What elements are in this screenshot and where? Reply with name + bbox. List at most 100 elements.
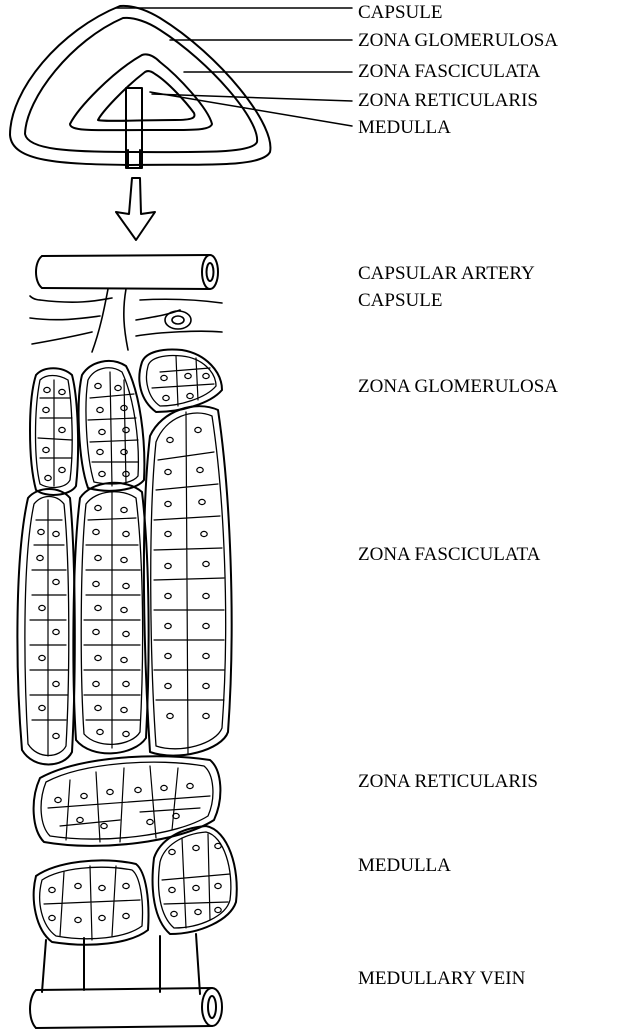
nucleus bbox=[165, 469, 171, 474]
nucleus bbox=[123, 731, 129, 736]
medullary-vein bbox=[30, 934, 222, 1028]
nucleus bbox=[93, 581, 99, 586]
label-capsule-detail: CAPSULE bbox=[358, 291, 442, 310]
nucleus bbox=[97, 407, 103, 412]
nucleus bbox=[99, 885, 105, 890]
nucleus bbox=[165, 653, 171, 658]
nucleus bbox=[135, 787, 141, 792]
label-zona-reticularis: ZONA RETICULARIS bbox=[358, 91, 538, 110]
nucleus bbox=[121, 507, 127, 512]
nucleus bbox=[147, 819, 153, 824]
nucleus bbox=[195, 427, 201, 432]
nucleus bbox=[81, 793, 87, 798]
nucleus bbox=[187, 783, 193, 788]
nucleus bbox=[95, 505, 101, 510]
nucleus bbox=[121, 607, 127, 612]
nucleus bbox=[215, 883, 221, 888]
nucleus bbox=[121, 557, 127, 562]
label-medulla: MEDULLA bbox=[358, 118, 451, 137]
nucleus bbox=[37, 555, 43, 560]
nucleus bbox=[97, 729, 103, 734]
nucleus bbox=[107, 789, 113, 794]
nucleus bbox=[215, 843, 221, 848]
nucleus bbox=[55, 797, 61, 802]
label-zona-glomerulosa: ZONA GLOMERULOSA bbox=[358, 31, 558, 50]
nucleus bbox=[101, 823, 107, 828]
nucleus bbox=[95, 655, 101, 660]
nucleus bbox=[121, 707, 127, 712]
nucleus bbox=[123, 913, 129, 918]
nucleus bbox=[195, 909, 201, 914]
nucleus bbox=[43, 447, 49, 452]
label-zona-glomerulosa-detail: ZONA GLOMERULOSA bbox=[358, 377, 558, 396]
nucleus bbox=[115, 385, 121, 390]
nucleus bbox=[43, 407, 49, 412]
nucleus bbox=[203, 623, 209, 628]
nucleus bbox=[59, 427, 65, 432]
nucleus bbox=[167, 713, 173, 718]
nucleus bbox=[121, 449, 127, 454]
nucleus bbox=[193, 885, 199, 890]
nucleus bbox=[123, 631, 129, 636]
nucleus bbox=[203, 373, 209, 378]
nucleus bbox=[165, 683, 171, 688]
nucleus bbox=[203, 653, 209, 658]
nucleus bbox=[187, 393, 193, 398]
nucleus bbox=[163, 395, 169, 400]
nucleus bbox=[75, 883, 81, 888]
nucleus bbox=[165, 623, 171, 628]
nucleus bbox=[203, 593, 209, 598]
nucleus bbox=[93, 529, 99, 534]
nucleus bbox=[123, 883, 129, 888]
nucleus bbox=[215, 907, 221, 912]
zona-glomerulosa-cells bbox=[30, 350, 222, 495]
nucleus bbox=[99, 471, 105, 476]
nucleus bbox=[167, 437, 173, 442]
down-arrow-icon bbox=[116, 178, 155, 240]
nucleus bbox=[45, 475, 51, 480]
nucleus bbox=[165, 563, 171, 568]
nucleus bbox=[121, 657, 127, 662]
nucleus bbox=[77, 817, 83, 822]
nucleus bbox=[95, 555, 101, 560]
nucleus bbox=[123, 583, 129, 588]
nucleus bbox=[53, 733, 59, 738]
label-capsule: CAPSULE bbox=[358, 3, 442, 22]
nucleus bbox=[203, 561, 209, 566]
label-capsular-artery: CAPSULAR ARTERY bbox=[358, 264, 535, 283]
nucleus bbox=[44, 387, 50, 392]
nucleus bbox=[201, 531, 207, 536]
nucleus bbox=[199, 499, 205, 504]
nucleus bbox=[161, 785, 167, 790]
nucleus bbox=[169, 849, 175, 854]
nucleus bbox=[95, 383, 101, 388]
nucleus bbox=[99, 915, 105, 920]
nucleus bbox=[53, 681, 59, 686]
gland-cross-section bbox=[10, 6, 270, 168]
label-zona-fasciculata: ZONA FASCICULATA bbox=[358, 62, 540, 81]
nucleus bbox=[39, 605, 45, 610]
nucleus bbox=[53, 531, 59, 536]
label-zona-fasciculata-detail: ZONA FASCICULATA bbox=[358, 545, 540, 564]
nucleus bbox=[95, 705, 101, 710]
gland-outline-capsule bbox=[10, 6, 270, 165]
label-medullary-vein: MEDULLARY VEIN bbox=[358, 969, 525, 988]
nucleus bbox=[123, 681, 129, 686]
nucleus bbox=[165, 501, 171, 506]
nucleus bbox=[185, 373, 191, 378]
nucleus bbox=[53, 579, 59, 584]
nucleus bbox=[59, 389, 65, 394]
nucleus bbox=[38, 529, 44, 534]
nucleus bbox=[169, 887, 175, 892]
nucleus bbox=[75, 917, 81, 922]
nucleus bbox=[39, 655, 45, 660]
nucleus bbox=[93, 629, 99, 634]
capsular-artery bbox=[36, 255, 218, 289]
nucleus bbox=[49, 887, 55, 892]
nucleus bbox=[165, 593, 171, 598]
capsule-tissue bbox=[30, 289, 222, 352]
nucleus bbox=[123, 427, 129, 432]
nucleus bbox=[161, 375, 167, 380]
zona-fasciculata-cells bbox=[17, 406, 231, 764]
nucleus bbox=[203, 683, 209, 688]
